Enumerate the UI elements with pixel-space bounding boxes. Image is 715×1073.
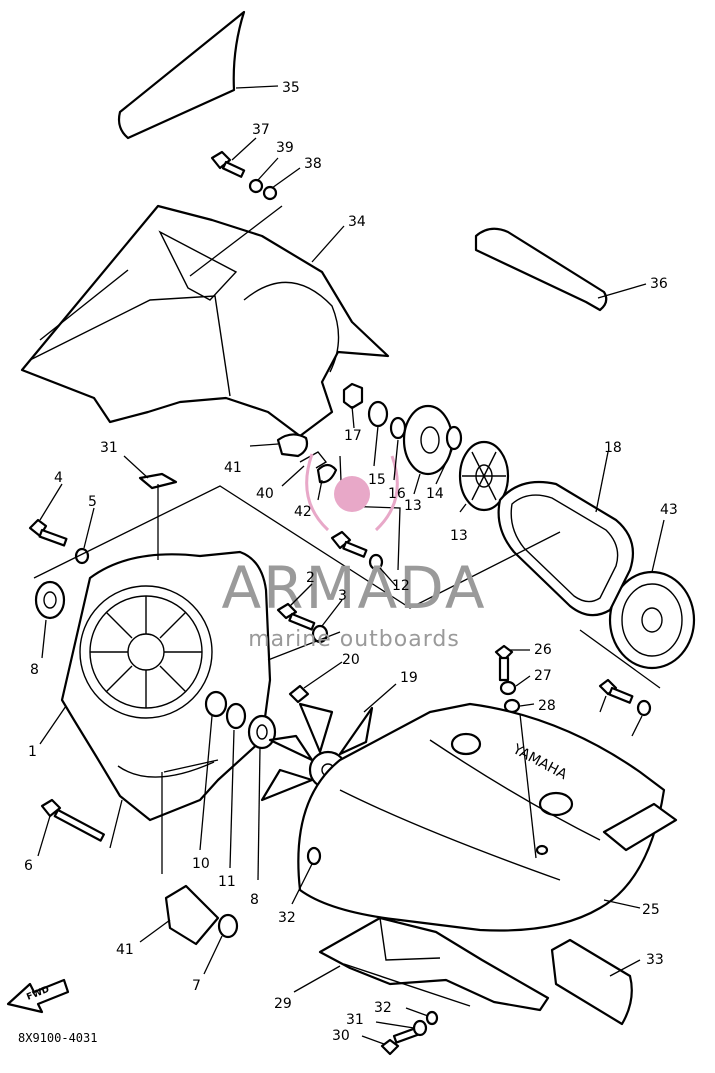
callout-12: 20 [342,652,360,668]
fasteners-33-35-34 [210,150,278,201]
drawing-code: 8X9100-4031 [18,1031,97,1045]
watermark-brand: ARMADA [221,554,486,622]
callout-2: 2 [306,570,315,586]
fasteners-24-25-26 [380,1010,439,1056]
callout-34: 38 [304,156,322,172]
callout-37: 41 [224,460,242,476]
callout-9: 10 [192,856,210,872]
fasteners-20-21-22 [494,644,521,714]
callout-13-b: 13 [450,528,468,544]
callout-31: 35 [282,80,300,96]
part-30-upper-cover [20,204,390,438]
callout-5: 5 [88,494,97,510]
callout-13-a: 13 [404,498,422,514]
watermark-arc-icon [305,453,330,532]
part-27-plate [138,472,178,490]
callout-27: 31 [100,440,118,456]
callout-38: 41 [116,942,134,958]
callout-16: 16 [388,486,406,502]
callout-group: 35 37 39 38 34 36 31 41 40 42 17 15 16 1… [24,80,678,1045]
callout-14: 14 [426,486,444,502]
part-31-plate [117,10,246,140]
callout-1: 1 [28,744,37,760]
callout-19: 25 [642,902,660,918]
callout-26: 32 [374,1000,392,1016]
callout-18: 18 [604,440,622,456]
callout-7: 7 [192,978,201,994]
part-29-pad [550,938,633,1026]
part-28 [306,846,322,866]
part-19-lower-housing: YAMAHA [297,702,678,932]
bolt-6 [40,798,106,842]
part-32-strip [474,227,608,312]
bolt-40 [330,530,384,571]
callout-6: 6 [24,858,33,874]
assembly-lines [33,205,661,874]
callout-20: 26 [534,642,552,658]
callout-22: 28 [538,698,556,714]
callout-8-b: 8 [250,892,259,908]
callout-24: 30 [332,1028,350,1044]
callout-4: 4 [54,470,63,486]
callout-39: 42 [294,504,312,520]
callout-33: 37 [252,122,270,138]
callout-40: 12 [392,578,410,594]
part-41-pulley [608,570,696,670]
seal-8-left [34,580,66,620]
bolt-4-washer-5 [28,518,90,565]
part-38-plate-7-cap [164,884,239,946]
watermark-dot-icon [334,476,370,512]
parts-37-36-39 [276,433,338,484]
watermark: ARMADA marine outboards [221,453,486,652]
callout-3: 3 [338,588,347,604]
callout-17: 17 [344,428,362,444]
callout-8-a: 8 [30,662,39,678]
rings-9-10-8 [204,690,277,750]
part-1-housing [60,550,272,822]
watermark-tagline: marine outboards [248,627,460,652]
callout-36: 40 [256,486,274,502]
callout-28: 32 [278,910,296,926]
callout-29: 33 [646,952,664,968]
callout-15: 15 [368,472,386,488]
callout-35: 39 [276,140,294,156]
callout-21: 27 [534,668,552,684]
part-12-clip [288,684,310,704]
bolt-42-washer-43 [598,678,652,717]
hub-stack [342,382,510,512]
callout-41: 43 [660,502,678,518]
callout-23: 29 [274,996,292,1012]
callout-25: 31 [346,1012,364,1028]
callout-32: 36 [650,276,668,292]
part-18-belt [497,480,634,617]
fwd-arrow: FWD [6,978,70,1014]
callout-30: 34 [348,214,366,230]
callout-10: 11 [218,874,236,890]
callout-11: 19 [400,670,418,686]
part-23-bracket [318,916,550,1012]
